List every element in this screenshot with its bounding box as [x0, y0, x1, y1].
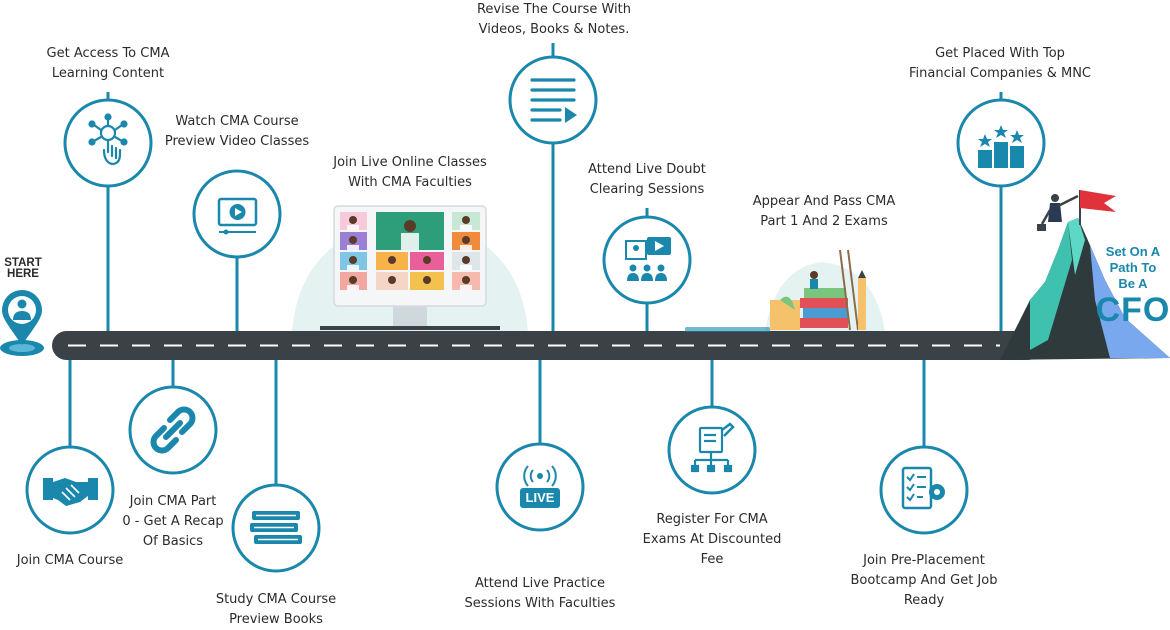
step-label-revise: Revise The Course With Videos, Books & N…	[476, 2, 631, 37]
goal-line-2: Path To	[1109, 260, 1157, 275]
goal-big: CFO	[1095, 291, 1170, 329]
video-conference-screen-icon	[320, 205, 500, 330]
start-pin	[0, 290, 44, 356]
touch-network-icon	[88, 113, 128, 166]
start-here-label: START HERE	[0, 257, 46, 280]
video-play-icon	[217, 197, 258, 235]
road	[52, 331, 1042, 360]
step-label-study-books: Study CMA Course Preview Books	[215, 592, 337, 627]
bottom-connectors	[68, 358, 926, 486]
book-stack-icon	[250, 511, 302, 544]
step-label-doubt-clearing: Attend Live Doubt Clearing Sessions	[588, 162, 706, 197]
step-label-live-classes: Join Live Online Classes With CMA Facult…	[333, 155, 487, 190]
live-broadcast-icon	[520, 465, 560, 508]
step-label-join-course: Join CMA Course	[16, 553, 124, 568]
step-label-get-placed: Get Placed With Top Financial Companies …	[908, 46, 1091, 81]
step-label-register-exams: Register For CMA Exams At Discounted Fee	[642, 512, 782, 567]
chain-link-icon	[150, 406, 196, 454]
register-form-icon	[690, 422, 735, 473]
step-label-pre-placement: Join Pre-Placement Bootcamp And Get Job …	[850, 553, 998, 608]
notes-list-icon	[530, 78, 577, 123]
goal-line-3: Be A	[1118, 276, 1148, 291]
presentation-classroom-icon	[625, 237, 671, 281]
step-label-practice-sessions: Attend Live Practice Sessions With Facul…	[464, 576, 616, 611]
step-label-watch-videos: Watch CMA Course Preview Video Classes	[164, 114, 310, 149]
step-label-pass-exams: Appear And Pass CMA Part 1 And 2 Exams	[752, 194, 896, 229]
start-line-1: START	[4, 257, 42, 269]
handshake-icon	[43, 478, 98, 506]
mountain-summit-flag-icon	[1000, 190, 1170, 360]
live-badge-text: LIVE	[525, 490, 555, 505]
goal-text: Set On A Path To Be A CFO	[1094, 244, 1170, 328]
podium-stars-icon	[978, 125, 1024, 168]
step-label-get-access: Get Access To CMA Learning Content	[46, 46, 170, 81]
goal-line-1: Set On A	[1105, 244, 1161, 259]
start-line-2: HERE	[7, 268, 39, 280]
checklist-gear-icon	[901, 466, 945, 510]
step-label-part-zero: Join CMA Part 0 - Get A Recap Of Basics	[122, 494, 224, 549]
books-study-illustration-icon	[685, 249, 866, 332]
